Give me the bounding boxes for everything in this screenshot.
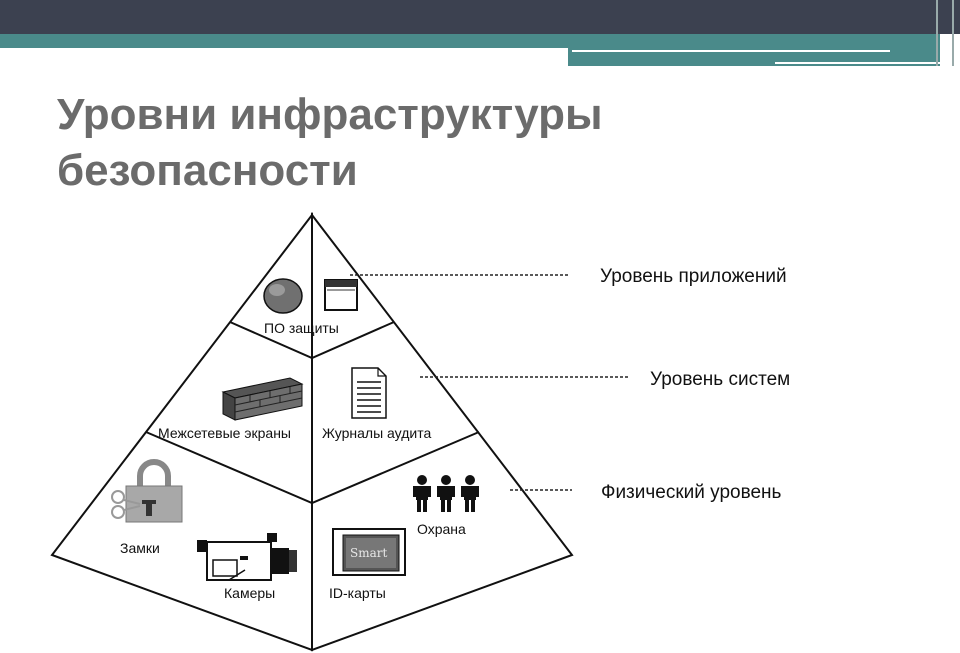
accent-bar-right	[568, 48, 940, 66]
smart-card-icon: Smart	[332, 528, 406, 576]
item-label-cameras: Камеры	[224, 585, 275, 601]
item-label-locks: Замки	[120, 540, 160, 556]
level-label-applications: Уровень приложений	[600, 266, 787, 287]
header-bar	[0, 0, 960, 34]
slide-title-line2: безопасности	[57, 146, 358, 195]
slide-title-line1: Уровни инфраструктуры	[57, 90, 603, 139]
decor-vertical-lines	[936, 0, 954, 66]
level-divider-middle	[145, 431, 480, 505]
item-label-id-cards: ID-карты	[329, 585, 386, 601]
decor-line	[572, 50, 890, 52]
level-label-systems: Уровень систем	[650, 369, 790, 390]
video-camera-icon	[197, 533, 297, 581]
level-label-physical: Физический уровень	[601, 482, 782, 503]
level-divider-top	[229, 321, 395, 360]
firewall-brick-icon	[221, 377, 304, 421]
accent-bar	[0, 34, 940, 48]
padlock-icon	[111, 459, 183, 523]
item-label-guards: Охрана	[417, 521, 466, 537]
application-window-icon	[324, 279, 358, 311]
slide-title: Уровни инфраструктуры безопасности	[57, 87, 603, 199]
item-label-audit-logs: Журналы аудита	[322, 425, 431, 441]
decor-line	[775, 62, 940, 64]
guards-people-icon	[413, 475, 479, 512]
document-icon	[351, 367, 387, 419]
smart-card-text: Smart	[350, 546, 387, 560]
disk-icon	[263, 278, 303, 314]
item-label-firewalls: Межсетевые экраны	[158, 425, 291, 441]
item-label-security-software: ПО защиты	[264, 320, 339, 336]
